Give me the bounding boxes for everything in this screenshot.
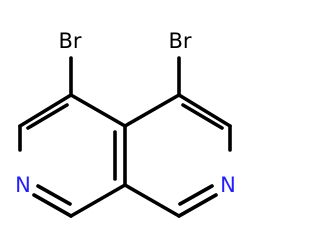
bond-c4-c3-inner: [26, 103, 69, 130]
bond-c4-c3: [18, 93, 73, 128]
atom-label-n-left: N: [15, 173, 31, 197]
atom-label-n-right: N: [220, 173, 236, 197]
bond-c5-c6: [177, 93, 232, 128]
bond-c4a-c5: [123, 93, 181, 128]
bond-c8-c8a: [123, 183, 181, 218]
bond-n7-c8-inner: [178, 184, 214, 206]
molecule-structure: Br Br N N: [15, 29, 236, 218]
bond-c4-c4a: [69, 93, 127, 128]
molecule-canvas: Br Br N N: [15, 29, 236, 218]
bonds: [18, 56, 232, 218]
bond-n2-c1-inner: [36, 184, 72, 206]
bond-c1-c8a: [69, 183, 127, 218]
bond-n7-c8: [177, 193, 218, 218]
atom-label-br-left: Br: [58, 29, 81, 53]
atom-label-br-right: Br: [168, 29, 191, 53]
bond-n2-c1: [32, 193, 73, 218]
bond-c5-c6-inner: [181, 103, 224, 130]
atom-labels: Br Br N N: [15, 29, 236, 197]
